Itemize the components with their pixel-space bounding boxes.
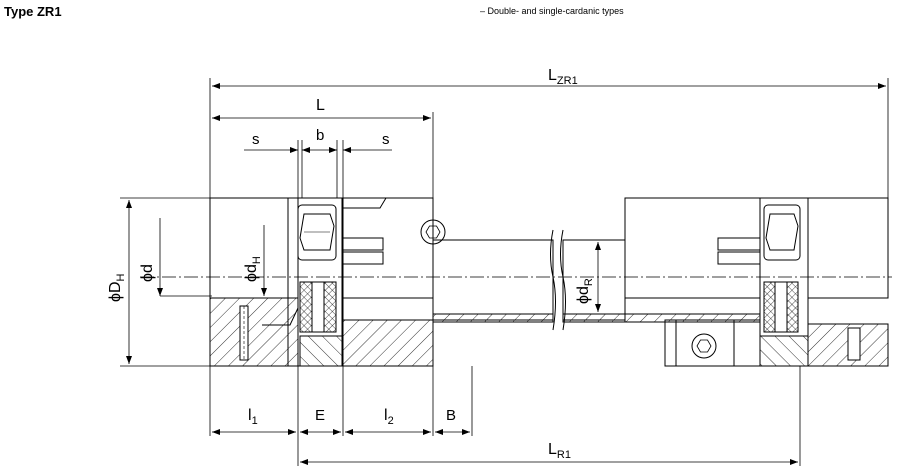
dimension-lines [120, 78, 889, 466]
left-clamp-hub [342, 197, 434, 299]
right-hub-upper [807, 197, 889, 299]
label-l_2: l2 [384, 407, 394, 427]
drawing-subtitle: – Double- and single-cardanic types [480, 6, 624, 16]
right-clamp-screw [691, 333, 717, 359]
label-L_R1: LR1 [548, 441, 571, 461]
label-b: b [316, 127, 324, 144]
label-s-left: s [252, 131, 260, 148]
label-d_R: ϕdR [575, 278, 595, 304]
label-l_1: l1 [248, 407, 258, 427]
label-L: L [316, 97, 325, 114]
intermediate-tube-left [432, 239, 554, 321]
label-d: ϕd [139, 264, 156, 282]
drawing-title: Type ZR1 [4, 4, 62, 19]
label-s-right: s [382, 131, 390, 148]
left-hub-upper [209, 197, 299, 299]
coupling-body [140, 197, 892, 367]
label-D_H: ϕDH [107, 273, 127, 302]
label-E: E [315, 407, 325, 424]
label-d_H: ϕdH [243, 256, 263, 282]
label-B: B [446, 407, 456, 424]
left-hub-section [209, 297, 299, 367]
right-clamp-hub [624, 197, 761, 299]
label-L_ZR1: LZR1 [548, 67, 578, 87]
dimension-labels: LZR1 L s b s ϕDH ϕd ϕdH ϕdR l1 E l2 B LR… [107, 67, 595, 461]
